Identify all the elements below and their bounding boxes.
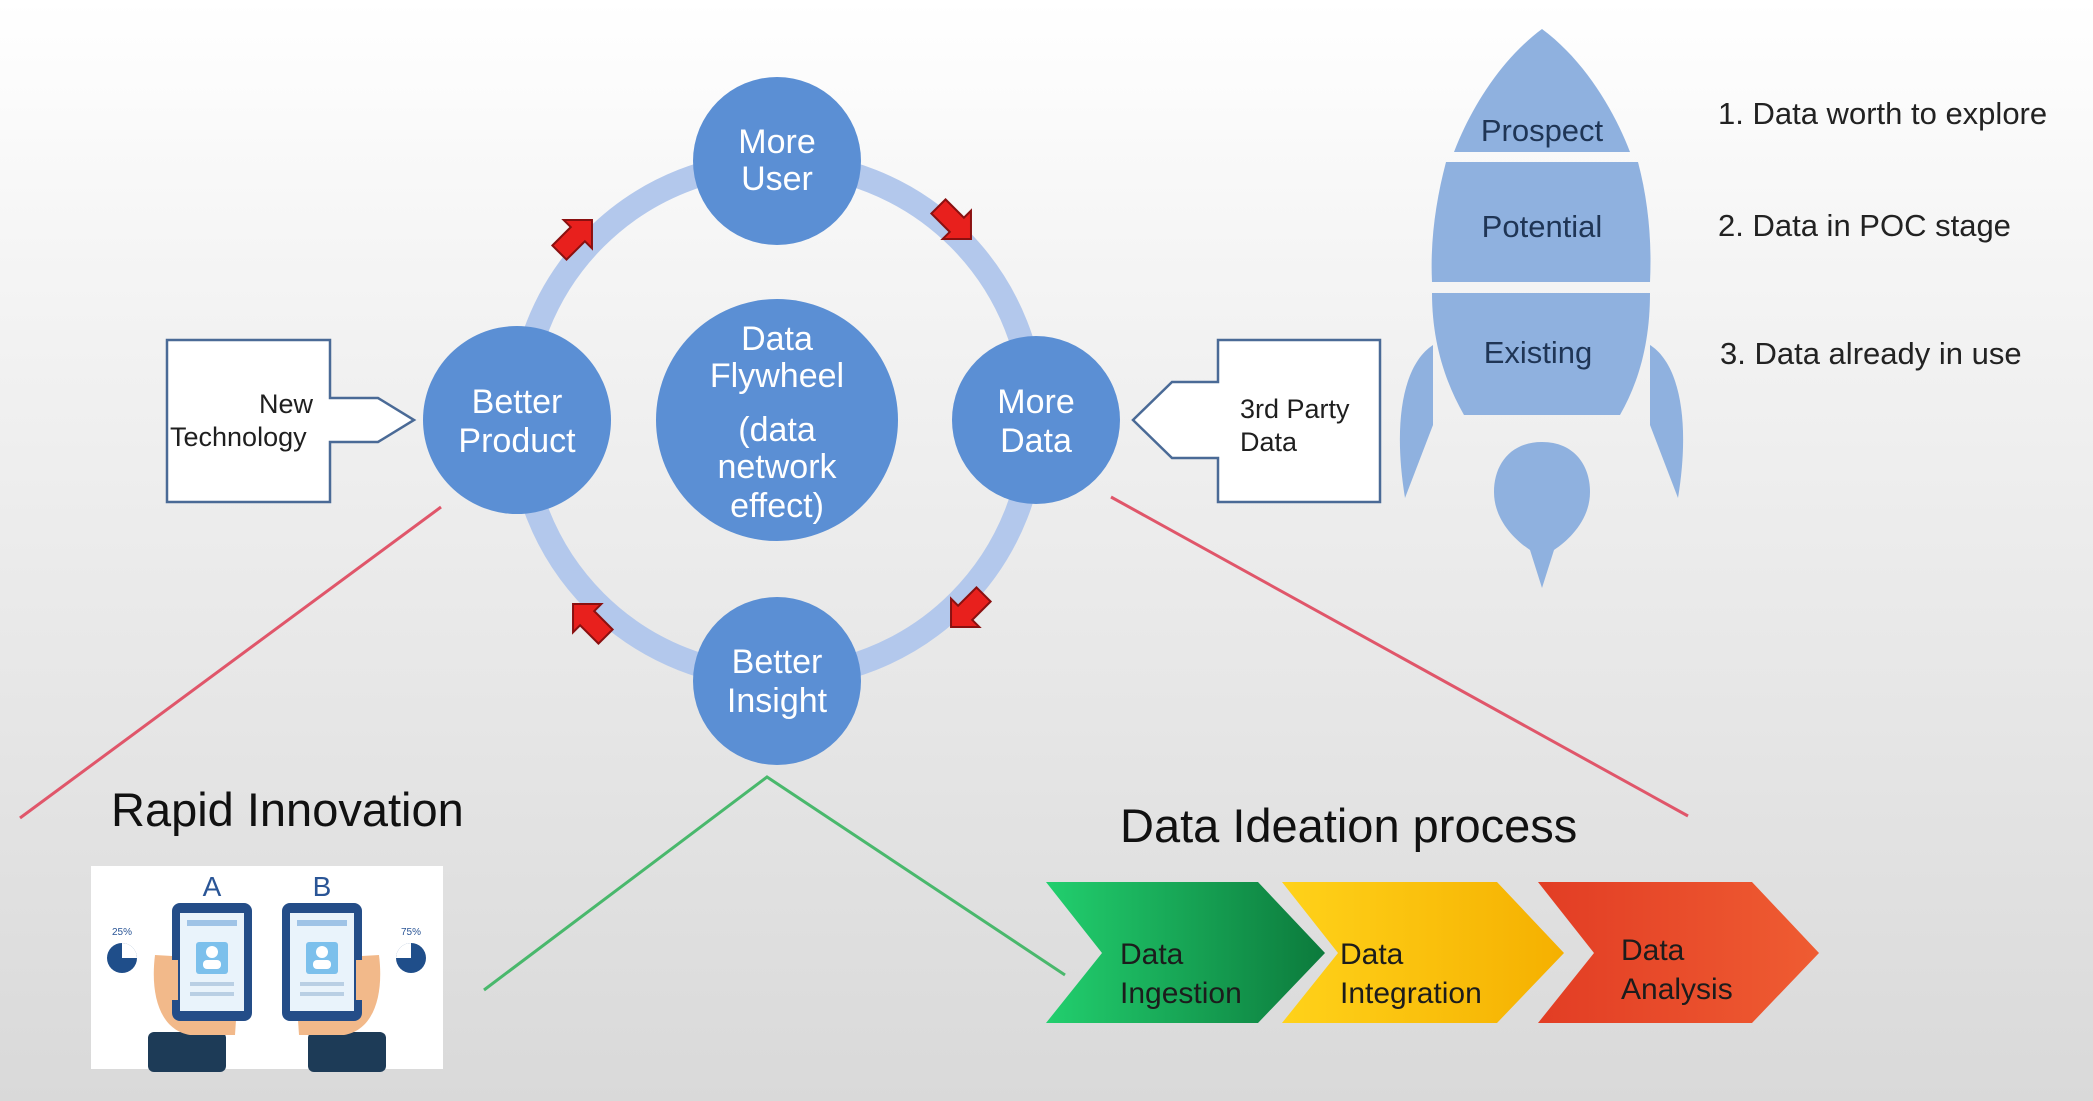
better-product-circle bbox=[423, 326, 611, 514]
connector-line-bottom bbox=[483, 775, 1066, 992]
rocket-legend-2: 2. Data in POC stage bbox=[1718, 208, 2011, 243]
new-technology-label-1: New bbox=[259, 389, 314, 419]
flow-arrow-top-right bbox=[929, 197, 972, 240]
flow-arrow-bottom-left bbox=[572, 603, 615, 646]
connector-line-left bbox=[19, 505, 442, 820]
center-label-1: Data bbox=[741, 320, 813, 358]
ideation-step-integration bbox=[1282, 882, 1564, 1023]
rocket-right-fin bbox=[1650, 345, 1684, 498]
third-party-label-2: Data bbox=[1240, 427, 1298, 457]
analysis-label-1: Data bbox=[1621, 934, 1685, 967]
ideation-title: Data Ideation process bbox=[1120, 799, 1577, 852]
more-data-label-2: Data bbox=[1000, 422, 1072, 460]
flywheel-center-circle bbox=[656, 299, 898, 541]
center-label-2: Flywheel bbox=[710, 357, 844, 395]
ab-test-illustration bbox=[91, 866, 443, 1072]
rocket-stage-existing: Existing bbox=[1484, 335, 1593, 370]
rapid-innovation-title: Rapid Innovation bbox=[111, 783, 464, 836]
better-insight-circle bbox=[693, 597, 861, 765]
ingestion-label-1: Data bbox=[1120, 938, 1184, 971]
new-technology-label-2: Technology bbox=[170, 422, 307, 452]
third-party-label-1: 3rd Party bbox=[1240, 394, 1350, 424]
rocket-legend-1: 1. Data worth to explore bbox=[1718, 96, 2047, 131]
rocket-nose bbox=[1454, 29, 1630, 152]
rocket-body-middle bbox=[1431, 162, 1651, 282]
better-product-label-1: Better bbox=[472, 383, 563, 421]
more-user-circle bbox=[693, 77, 861, 245]
ingestion-label-2: Ingestion bbox=[1120, 977, 1242, 1010]
integration-label-2: Integration bbox=[1340, 977, 1482, 1010]
center-label-5: effect) bbox=[730, 487, 824, 525]
variant-b-label: B bbox=[313, 871, 332, 902]
rocket-stage-potential: Potential bbox=[1482, 209, 1603, 244]
rocket-stage-prospect: Prospect bbox=[1481, 113, 1604, 148]
rocket-flame bbox=[1494, 442, 1590, 588]
variant-a-percent: 25% bbox=[112, 927, 132, 938]
more-user-label-1: More bbox=[738, 123, 815, 161]
better-insight-label-2: Insight bbox=[727, 682, 828, 720]
center-label-3: (data bbox=[738, 411, 816, 449]
flow-arrow-top-left bbox=[550, 219, 593, 262]
analysis-label-2: Analysis bbox=[1621, 973, 1733, 1006]
better-product-label-2: Product bbox=[458, 422, 576, 460]
more-data-label-1: More bbox=[997, 383, 1074, 421]
center-label-4: network bbox=[717, 448, 837, 486]
integration-label-1: Data bbox=[1340, 938, 1404, 971]
better-insight-label-1: Better bbox=[732, 643, 823, 681]
flow-arrow-bottom-right bbox=[950, 585, 993, 628]
ideation-step-ingestion bbox=[1046, 882, 1325, 1023]
rocket-left-fin bbox=[1399, 345, 1433, 498]
rocket-body-bottom bbox=[1432, 293, 1650, 415]
rocket-legend-3: 3. Data already in use bbox=[1720, 336, 2022, 371]
ideation-step-analysis bbox=[1538, 882, 1819, 1023]
more-data-circle bbox=[952, 336, 1120, 504]
new-technology-arrow-box bbox=[165, 338, 417, 504]
third-party-arrow-box bbox=[1131, 338, 1382, 504]
connector-line-right bbox=[1110, 495, 1689, 818]
variant-b-percent: 75% bbox=[401, 927, 421, 938]
variant-a-label: A bbox=[203, 871, 222, 902]
more-user-label-2: User bbox=[741, 160, 813, 198]
